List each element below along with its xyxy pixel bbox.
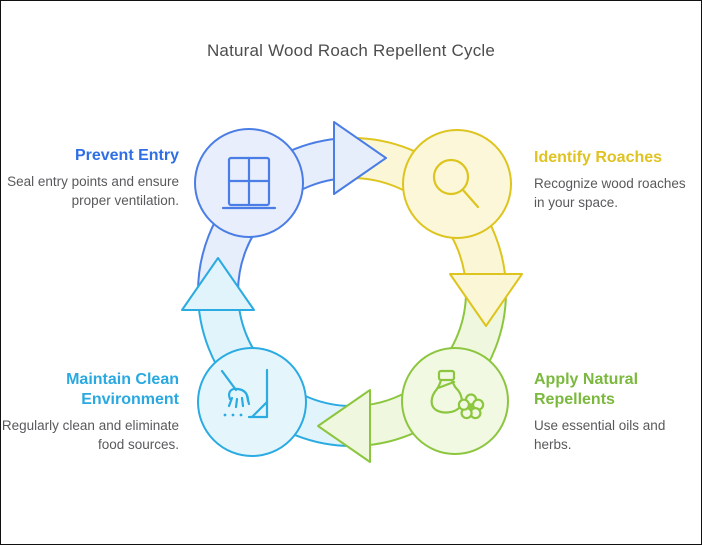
oil-bottle-flower-icon [430,369,485,420]
node-circle-maintain-clean [197,347,307,457]
step-label: Apply Natural Repellents [534,371,639,408]
step-description: Regularly clean and eliminate food sourc… [1,418,179,452]
step-maintain-clean-environment: Maintain Clean Environment Regularly cle… [1,370,179,454]
arrow-head-right-icon [333,121,387,195]
step-identify-roaches: Identify Roaches Recognize wood roaches … [534,148,696,212]
arrow-head-up-icon [181,257,255,311]
step-description: Recognize wood roaches in your space. [534,176,686,210]
magnifier-icon [432,158,480,209]
page-title: Natural Wood Roach Repellent Cycle [206,41,496,60]
step-label: Prevent Entry [74,147,179,164]
step-label: Maintain Clean Environment [66,371,179,408]
flower-icon [457,393,485,420]
arrow-head-down-icon [449,273,523,327]
arrow-head-left-icon [317,389,371,463]
step-prevent-entry: Prevent Entry Seal entry points and ensu… [4,146,179,210]
step-apply-natural-repellents: Apply Natural Repellents Use essential o… [534,370,684,454]
step-description: Seal entry points and ensure proper vent… [7,174,179,208]
broom-icon [220,368,269,419]
window-icon [221,156,277,210]
step-description: Use essential oils and herbs. [534,418,666,452]
node-circle-apply-repellents [401,347,509,455]
node-circle-identify-roaches [402,129,512,239]
step-label: Identify Roaches [534,149,663,166]
